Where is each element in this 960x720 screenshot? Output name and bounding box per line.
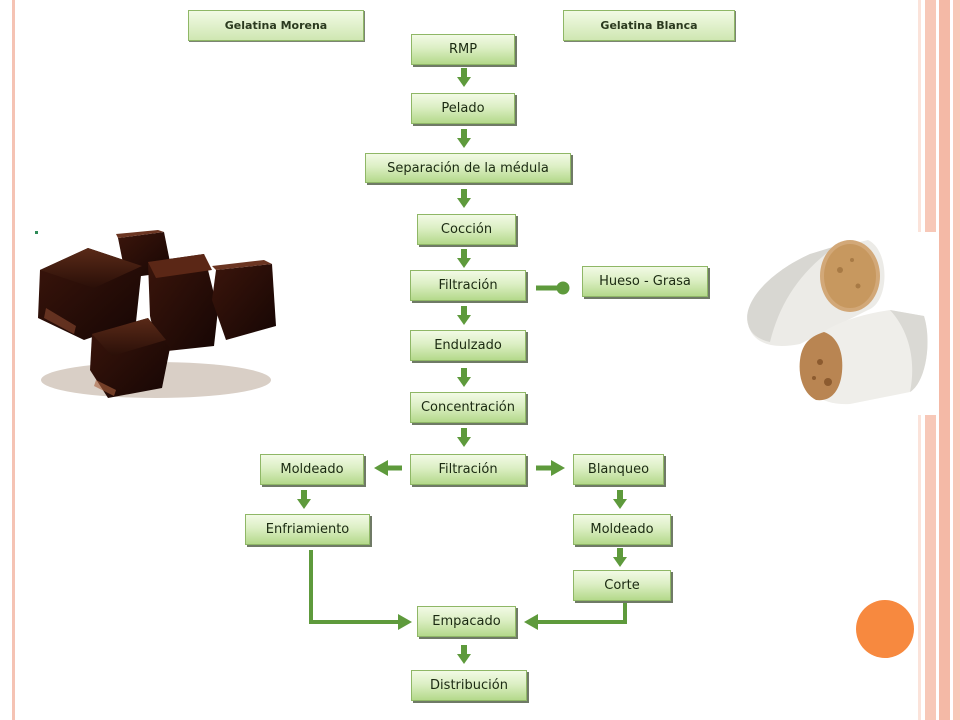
step-moldeado-left: Moldeado xyxy=(260,454,364,485)
arrow-down-icon xyxy=(457,428,471,447)
arrow-down-icon xyxy=(297,490,311,509)
step-filtracion-1: Filtración xyxy=(410,270,526,301)
arrow-down-icon xyxy=(457,306,471,325)
step-blanqueo: Blanqueo xyxy=(573,454,664,485)
step-distribucion: Distribución xyxy=(411,670,527,701)
arrow-down-icon xyxy=(457,129,471,148)
arrow-down-icon xyxy=(457,645,471,664)
header-white-gelatin: Gelatina Blanca xyxy=(563,10,735,41)
dark-gelatin-cubes-image xyxy=(38,230,276,398)
step-enfriamiento: Enfriamiento xyxy=(245,514,370,545)
step-moldeado-right: Moldeado xyxy=(573,514,671,545)
step-filtracion-2: Filtración xyxy=(410,454,526,485)
step-pelado: Pelado xyxy=(411,93,515,124)
step-coccion: Cocción xyxy=(417,214,516,245)
arrow-down-icon xyxy=(457,189,471,208)
slide-left-rule xyxy=(12,0,15,720)
arrow-down-icon xyxy=(457,368,471,387)
step-endulzado: Endulzado xyxy=(410,330,526,361)
arrow-down-icon xyxy=(613,490,627,509)
connector-corte-empacado xyxy=(524,600,627,630)
arrow-down-icon xyxy=(457,249,471,268)
arrow-down-icon xyxy=(457,68,471,87)
stray-dot xyxy=(35,231,38,234)
step-corte: Corte xyxy=(573,570,671,601)
step-hueso-grasa: Hueso - Grasa xyxy=(582,266,708,297)
connector-filtracion-blanqueo xyxy=(536,460,565,476)
connector-filtracion-hueso xyxy=(536,281,570,295)
step-concentracion: Concentración xyxy=(410,392,526,423)
orange-dot-decoration xyxy=(856,600,914,658)
step-separacion-medula: Separación de la médula xyxy=(365,153,571,183)
white-gelatin-bars-image xyxy=(740,232,936,415)
arrow-down-icon xyxy=(613,548,627,567)
connector-enfriamiento-empacado xyxy=(309,550,412,630)
step-empacado: Empacado xyxy=(417,606,516,637)
header-dark-gelatin: Gelatina Morena xyxy=(188,10,364,41)
step-rmp: RMP xyxy=(411,34,515,65)
connector-filtracion-moldeado xyxy=(374,460,402,476)
